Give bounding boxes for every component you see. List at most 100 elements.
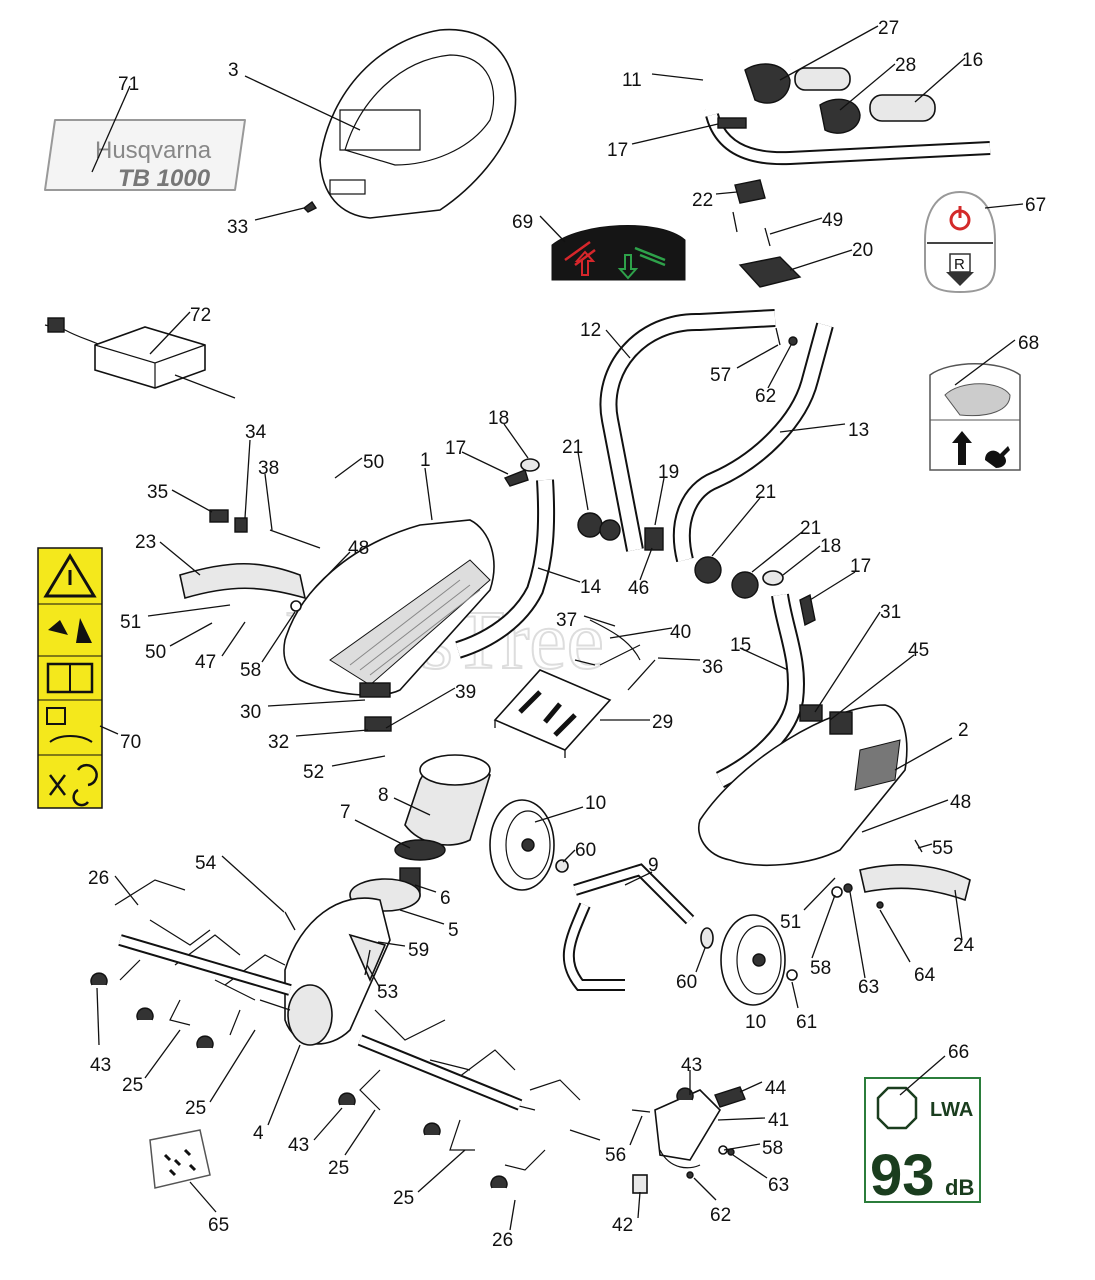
callout-30: 30 bbox=[240, 702, 261, 723]
callout-48b: 48 bbox=[950, 792, 971, 813]
callout-44: 44 bbox=[765, 1078, 787, 1099]
power-decal: R bbox=[924, 190, 996, 294]
leader-line-55 bbox=[917, 843, 933, 849]
leader-line-17c bbox=[809, 571, 856, 601]
leader-line-46 bbox=[639, 547, 653, 581]
callout-34: 34 bbox=[245, 422, 267, 443]
right-housing bbox=[698, 704, 908, 866]
washer-63-a bbox=[843, 883, 853, 893]
callout-7: 7 bbox=[340, 802, 351, 823]
noise-decal: LWA 93 dB bbox=[864, 1077, 981, 1208]
leader-line-40 bbox=[609, 627, 673, 639]
leader-line-19 bbox=[654, 477, 665, 526]
cable-38 bbox=[269, 529, 321, 549]
callout-11: 11 bbox=[622, 70, 642, 91]
switch-35 bbox=[209, 509, 229, 523]
callout-3: 3 bbox=[228, 60, 239, 81]
leader-line-35 bbox=[171, 489, 213, 513]
leader-line-30 bbox=[267, 699, 366, 707]
callout-6: 6 bbox=[440, 888, 451, 909]
leader-line-41 bbox=[717, 1117, 766, 1121]
speed-decal bbox=[929, 363, 1021, 471]
pin-62-b bbox=[686, 1171, 694, 1179]
callout-22: 22 bbox=[692, 190, 713, 211]
washer-58-b bbox=[831, 886, 843, 898]
flange-7 bbox=[394, 839, 446, 861]
callout-42: 42 bbox=[612, 1215, 633, 1236]
callout-70: 70 bbox=[120, 732, 141, 753]
switch-27 bbox=[744, 63, 791, 104]
callout-8: 8 bbox=[378, 785, 389, 806]
leader-line-62b bbox=[693, 1177, 717, 1201]
speaker-icon bbox=[876, 1086, 918, 1130]
tine-set-left bbox=[114, 879, 292, 1036]
callout-69: 69 bbox=[512, 212, 533, 233]
tine-hazard-icon bbox=[48, 618, 92, 643]
leader-line-52 bbox=[331, 755, 386, 767]
callout-58c: 58 bbox=[762, 1138, 783, 1159]
callout-28: 28 bbox=[895, 55, 916, 76]
leader-line-27 bbox=[779, 25, 879, 81]
motor bbox=[404, 754, 491, 846]
callout-47: 47 bbox=[195, 652, 216, 673]
leader-line-71 bbox=[91, 85, 131, 173]
leader-line-68 bbox=[954, 339, 1016, 386]
callout-67: 67 bbox=[1025, 195, 1046, 216]
leader-line-25c bbox=[344, 1109, 376, 1156]
leader-line-22 bbox=[715, 191, 738, 195]
grip-left bbox=[794, 67, 851, 91]
callout-53: 53 bbox=[377, 982, 398, 1003]
callout-63a: 63 bbox=[858, 977, 879, 998]
leader-line-36 bbox=[657, 657, 701, 661]
callout-60a: 60 bbox=[575, 840, 596, 861]
leader-line-8 bbox=[393, 797, 431, 816]
washer-60-a bbox=[555, 859, 569, 873]
leader-line-53 bbox=[366, 964, 381, 989]
leader-line-59 bbox=[377, 941, 406, 947]
leader-line-33 bbox=[254, 207, 305, 221]
grip-16 bbox=[869, 94, 936, 122]
leader-line-21c bbox=[751, 531, 803, 573]
screw-55 bbox=[914, 839, 923, 853]
callout-39: 39 bbox=[455, 682, 476, 703]
leader-line-44 bbox=[739, 1081, 763, 1093]
callout-72: 72 bbox=[190, 305, 211, 326]
leader-line-48a bbox=[314, 551, 351, 589]
callout-20: 20 bbox=[852, 240, 873, 261]
leader-line-60b bbox=[695, 947, 706, 973]
mud-flap-23 bbox=[179, 562, 307, 600]
clip-17-a bbox=[503, 469, 529, 487]
callout-62a: 62 bbox=[755, 386, 776, 407]
callout-32: 32 bbox=[268, 732, 289, 753]
leader-line-32 bbox=[295, 729, 369, 737]
callout-57: 57 bbox=[710, 365, 731, 386]
callout-12: 12 bbox=[580, 320, 601, 341]
knob-21-d bbox=[731, 571, 759, 599]
safety-decal bbox=[37, 547, 103, 809]
callout-55: 55 bbox=[932, 838, 953, 859]
upper-handlebar bbox=[699, 52, 991, 166]
callout-9: 9 bbox=[648, 855, 659, 876]
callout-71: 71 bbox=[118, 74, 139, 95]
callout-25d: 25 bbox=[393, 1188, 414, 1209]
clamp-19 bbox=[644, 527, 664, 551]
callout-43b: 43 bbox=[681, 1055, 702, 1076]
control-decal bbox=[551, 224, 686, 281]
callout-60b: 60 bbox=[676, 972, 697, 993]
leader-line-51a bbox=[147, 604, 231, 617]
callout-21b: 21 bbox=[755, 482, 776, 503]
reverse-letter: R bbox=[954, 256, 965, 273]
leader-line-37 bbox=[583, 615, 616, 627]
leader-line-60a bbox=[562, 849, 576, 863]
rabbit-icon bbox=[985, 446, 1010, 468]
callout-56: 56 bbox=[605, 1145, 626, 1166]
leader-line-17a bbox=[631, 123, 719, 145]
leader-line-1 bbox=[424, 467, 433, 521]
callout-33: 33 bbox=[227, 217, 248, 238]
leader-line-58c bbox=[723, 1143, 761, 1151]
leader-line-63b bbox=[732, 1154, 768, 1179]
callout-38: 38 bbox=[258, 458, 279, 479]
callout-43c: 43 bbox=[288, 1135, 309, 1156]
